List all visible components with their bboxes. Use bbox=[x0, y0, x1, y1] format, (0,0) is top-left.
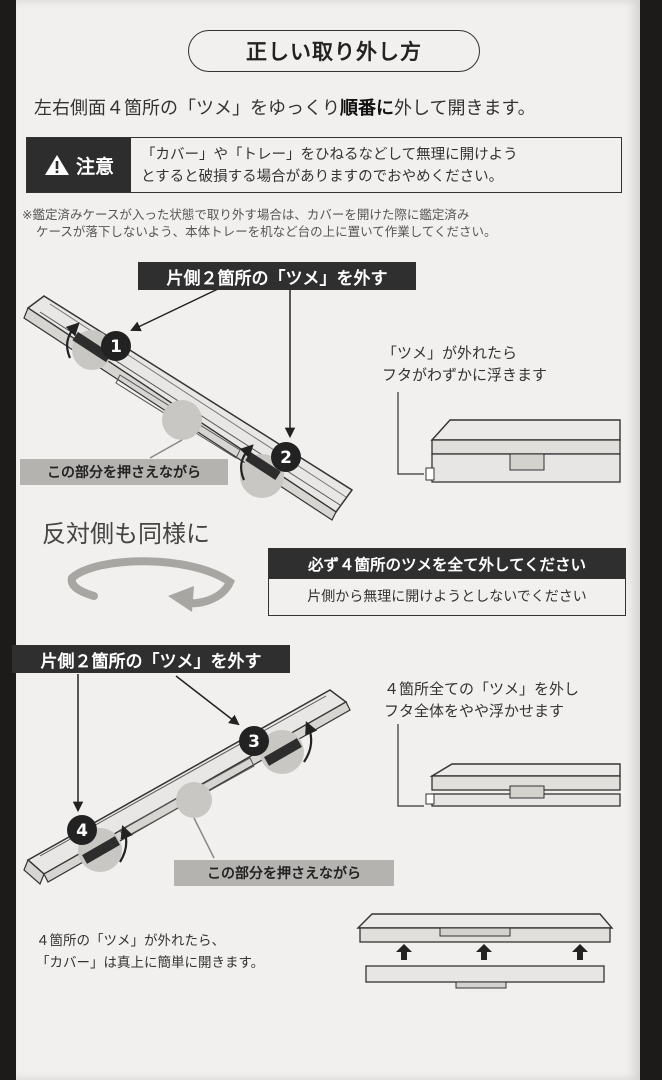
intro-before: 左右側面４箇所の「ツメ」をゆっくり bbox=[34, 98, 340, 119]
note-line-2: ケースが落下しないよう、本体トレーを机など台の上に置いて作業してください。 bbox=[36, 224, 497, 239]
step1-label: 片側２箇所の「ツメ」を外す bbox=[138, 262, 416, 290]
step1-side-text: 「ツメ」が外れたら フタがわずかに浮きます bbox=[382, 342, 547, 386]
intro-bold: 順番に bbox=[340, 98, 394, 119]
step2-label: 片側２箇所の「ツメ」を外す bbox=[12, 645, 290, 673]
caution-line-1: 「カバー」や「トレー」をひねるなどして無理に開けよう bbox=[141, 147, 518, 163]
step1-side-line-1: 「ツメ」が外れたら bbox=[382, 344, 518, 362]
same-side-text: 反対側も同様に bbox=[42, 520, 210, 548]
intro-text: 左右側面４箇所の「ツメ」をゆっくり順番に外して開きます。 bbox=[34, 94, 634, 120]
step2-side-line-1: ４箇所全ての「ツメ」を外し bbox=[384, 680, 580, 698]
final-text: ４箇所の「ツメ」が外れたら、 「カバー」は真上に簡単に開きます。 bbox=[36, 930, 264, 974]
claw-marker-4 bbox=[67, 815, 97, 845]
caution-line-2: とすると破損する場合がありますのでおやめください。 bbox=[141, 169, 504, 185]
claw-marker-1 bbox=[101, 331, 131, 361]
final-line-1: ４箇所の「ツメ」が外れたら、 bbox=[36, 933, 225, 949]
tilted-case-step2: 3 4 bbox=[23, 674, 351, 886]
side-view-step1 bbox=[397, 392, 621, 483]
svg-text:3: 3 bbox=[248, 732, 260, 752]
svg-text:1: 1 bbox=[110, 337, 122, 357]
rotate-arrow-icon bbox=[67, 557, 235, 612]
must-remove-heading: 必ず４箇所のツメを全て外してください bbox=[269, 549, 625, 579]
step2-side-text: ４箇所全ての「ツメ」を外し フタ全体をやや浮かせます bbox=[384, 678, 579, 722]
claw-marker-2 bbox=[271, 442, 301, 472]
tilted-case-step1: 1 2 bbox=[23, 287, 354, 521]
svg-text:2: 2 bbox=[280, 448, 292, 468]
step1-side-line-2: フタがわずかに浮きます bbox=[382, 366, 548, 384]
caution-tag: 注意 bbox=[27, 138, 131, 192]
step2-side-line-2: フタ全体をやや浮かせます bbox=[384, 702, 565, 720]
note-line-1: ※鑑定済みケースが入った状態で取り外す場合は、カバーを開けた際に鑑定済み bbox=[22, 207, 470, 222]
step2-press-label: この部分を押さえながら bbox=[174, 860, 394, 886]
open-cover-illustration bbox=[356, 913, 614, 989]
final-line-2: 「カバー」は真上に簡単に開きます。 bbox=[36, 955, 265, 971]
side-view-step2 bbox=[397, 724, 621, 807]
warning-icon bbox=[44, 155, 69, 175]
intro-after: 外して開きます。 bbox=[394, 98, 536, 119]
caution-box: 注意 「カバー」や「トレー」をひねるなどして無理に開けよう とすると破損する場合… bbox=[26, 137, 622, 193]
step1-press-label: この部分を押さえながら bbox=[20, 459, 228, 485]
caution-tag-label: 注意 bbox=[75, 155, 114, 178]
must-remove-subtext: 片側から無理に開けようとしないでください bbox=[307, 589, 587, 605]
page-title: 正しい取り外し方 bbox=[188, 30, 480, 72]
must-remove-box: 必ず４箇所のツメを全て外してください 片側から無理に開けようとしないでください bbox=[268, 548, 626, 616]
claw-marker-3 bbox=[239, 726, 269, 756]
note-text: ※鑑定済みケースが入った状態で取り外す場合は、カバーを開けた際に鑑定済み ケース… bbox=[22, 206, 632, 240]
svg-text:4: 4 bbox=[76, 821, 88, 841]
caution-text: 「カバー」や「トレー」をひねるなどして無理に開けよう とすると破損する場合があり… bbox=[131, 138, 621, 192]
